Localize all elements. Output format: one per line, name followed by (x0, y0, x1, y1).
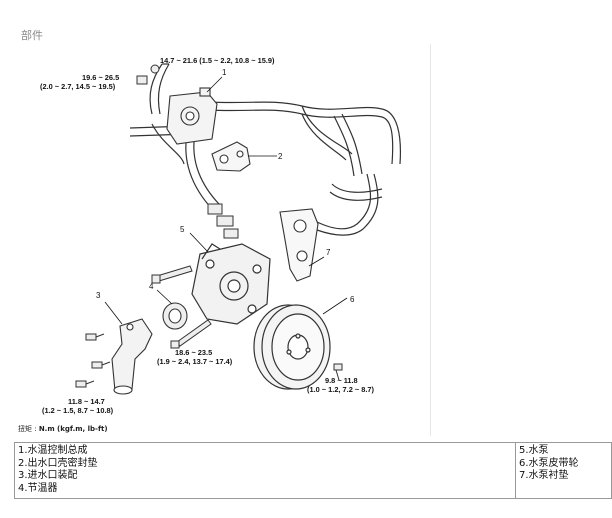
list-item: 5.水泵 (519, 445, 549, 456)
list-item: 6.水泵皮带轮 (519, 457, 579, 469)
callout-3: 3 (96, 291, 101, 300)
parts-list-table: 1.水温控制总成 2.出水口壳密封垫 3.进水口装配 4.节温器 5.水泵 6.… (14, 442, 612, 499)
list-item: 4.节温器 (18, 482, 58, 494)
thermostat (162, 302, 188, 330)
torque-label-2a: 19.6 ~ 26.5 (82, 73, 119, 82)
pump-gasket (279, 208, 319, 282)
callout-6: 6 (350, 295, 355, 304)
inlet-fitting (111, 318, 153, 395)
water-pump-pulley (253, 304, 331, 390)
parts-list-left: 1.水温控制总成 2.出水口壳密封垫 3.进水口装配 4.节温器 (14, 442, 516, 499)
bolt-top (136, 64, 160, 85)
pump-bolt (151, 265, 193, 284)
parts-diagram: 1 2 3 4 5 6 7 14.7 ~ 21.6 (1.5 ~ 2.2, 10… (40, 56, 402, 415)
pulley-bolt (333, 363, 343, 381)
callout-1: 1 (222, 68, 227, 77)
torque-label-5a: 11.8 ~ 14.7 (68, 397, 105, 406)
torque-label-4b: (1.0 ~ 1.2, 7.2 ~ 8.7) (307, 385, 375, 394)
hose-assembly (129, 63, 402, 236)
leader-lines (104, 76, 348, 325)
inlet-bolts (75, 333, 111, 388)
torque-label-3b: (1.9 ~ 2.4, 13.7 ~ 17.4) (157, 357, 233, 366)
callout-4: 4 (149, 282, 154, 291)
callout-2: 2 (278, 152, 283, 161)
table-row: 1.水温控制总成 2.出水口壳密封垫 3.进水口装配 4.节温器 5.水泵 6.… (14, 442, 612, 499)
parts-list-right: 5.水泵 6.水泵皮带轮 7.水泵衬垫 (515, 442, 612, 499)
torque-label-2b: (2.0 ~ 2.7, 14.5 ~ 19.5) (40, 82, 116, 91)
list-item: 2.出水口壳密封垫 (18, 457, 98, 469)
pump-bolt-2 (170, 319, 212, 349)
thermostat-housing (166, 87, 218, 145)
torque-label-5b: (1.2 ~ 1.5, 8.7 ~ 10.8) (42, 406, 114, 415)
callout-7: 7 (326, 248, 331, 257)
torque-label-4a: 9.8 ~ 11.8 (325, 376, 358, 385)
water-pump (191, 243, 271, 325)
torque-note-prefix: 扭矩 : (18, 425, 39, 433)
torque-label-1: 14.7 ~ 21.6 (1.5 ~ 2.2, 10.8 ~ 15.9) (160, 56, 275, 65)
torque-label-3a: 18.6 ~ 23.5 (175, 348, 212, 357)
list-item: 7.水泵衬垫 (519, 470, 569, 481)
list-item: 3.进水口装配 (18, 470, 78, 481)
callout-5: 5 (180, 225, 185, 234)
fittings (207, 203, 239, 239)
torque-unit-note: 扭矩 : N.m (kgf.m, lb-ft) (18, 424, 108, 434)
figure-frame: 1 2 3 4 5 6 7 14.7 ~ 21.6 (1.5 ~ 2.2, 10… (12, 44, 431, 436)
section-title: 部件 (21, 29, 43, 42)
torque-note-unit: N.m (kgf.m, lb-ft) (38, 425, 108, 433)
list-item: 1.水温控制总成 (18, 445, 88, 456)
outlet-gasket (211, 141, 251, 172)
